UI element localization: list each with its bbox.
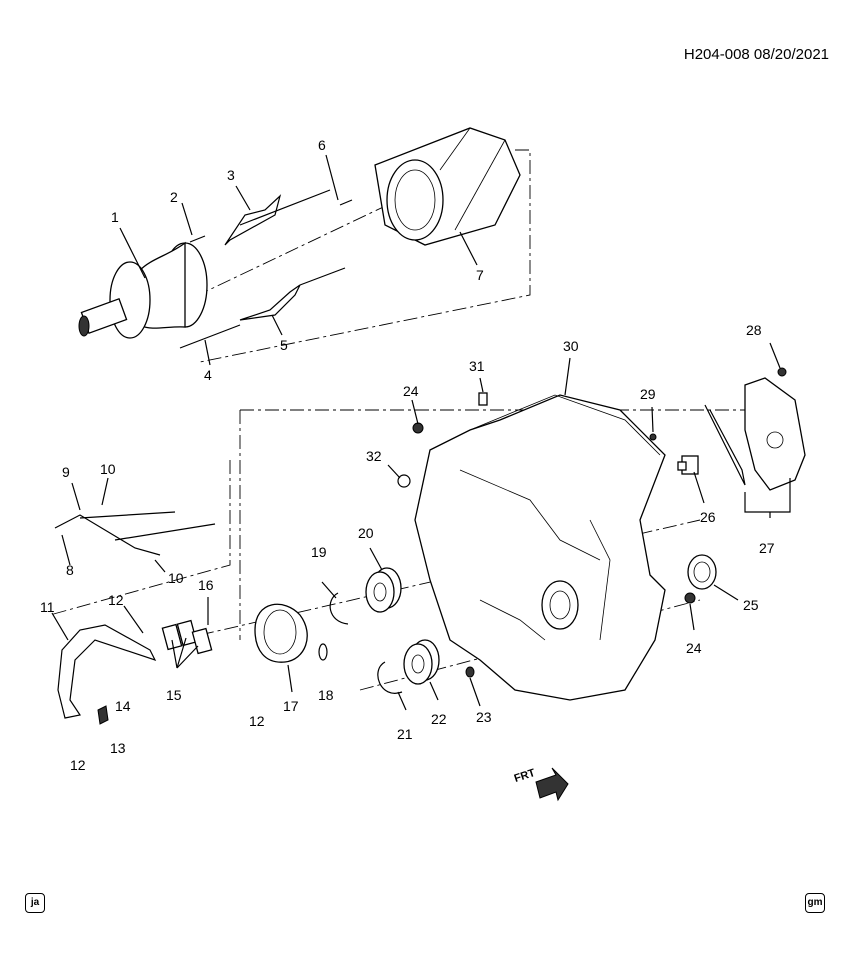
harness-lead-bottom [114,523,216,541]
callout-3: 3 [227,167,235,183]
callout-23: 23 [476,709,492,725]
callout-31: 31 [469,358,485,374]
callout-14: 14 [115,698,131,714]
callout-10-upper: 10 [100,461,116,477]
callout-5: 5 [280,337,288,353]
callout-19: 19 [311,544,327,560]
callout-28: 28 [746,322,762,338]
bracket-5-part [239,284,301,321]
callout-32: 32 [366,448,382,464]
snap-ring-21 [377,661,403,694]
callout-16: 16 [198,577,214,593]
callout-18: 18 [318,687,334,703]
callout-27: 27 [759,540,775,556]
long-bolt-upper [239,189,331,226]
harness-lead-top [79,511,176,519]
cover-27 [704,377,806,513]
bracket-3-part [224,194,282,246]
long-bolt-4 [179,324,241,349]
assembly-boundary-upper [199,149,531,363]
plug-24-right [684,592,696,604]
callout-7: 7 [476,267,484,283]
callout-20: 20 [358,525,374,541]
callout-9: 9 [62,464,70,480]
bolt-28 [777,367,787,377]
bolt-2 [189,235,206,243]
callout-12-middle: 12 [249,713,265,729]
connector-assembly-15 [161,619,213,655]
connector-bracket-11 [57,624,157,719]
callout-6: 6 [318,137,326,153]
ring-32 [397,474,411,488]
callout-17: 17 [283,698,299,714]
callout-29: 29 [640,386,656,402]
callout-12-upper: 12 [108,592,124,608]
seal-plate-17 [254,603,308,663]
badge-ja: ja [25,893,45,913]
plug-24-top [412,422,424,434]
callout-10-lower: 10 [168,570,184,586]
plug-23 [465,666,475,678]
callout-1: 1 [111,209,119,225]
seal-25 [687,554,717,590]
callout-24-top: 24 [403,383,419,399]
long-bolt-mid [299,267,346,286]
callout-25: 25 [743,597,759,613]
callout-8: 8 [66,562,74,578]
spring-13 [97,705,109,725]
callout-22: 22 [431,711,447,727]
sensor-31 [478,392,488,406]
bearing-20 [365,567,402,613]
pin-29 [649,433,657,441]
callout-12-lower: 12 [70,757,86,773]
motor-housing-part [374,127,521,246]
transmission-case-30 [414,394,666,701]
bolt-6 [339,199,353,206]
badge-gm: gm [805,893,825,913]
assembly-boundary-harness [49,460,231,616]
bearing-22 [403,639,440,685]
callout-2: 2 [170,189,178,205]
callout-21: 21 [397,726,413,742]
o-ring-18 [318,643,328,661]
motor-stator-part [78,241,208,339]
harness-part [54,514,161,556]
callout-4: 4 [204,367,212,383]
callout-11: 11 [40,599,55,615]
plug-26 [677,455,699,475]
callout-26: 26 [700,509,716,525]
front-arrow-icon [535,767,569,802]
diagram-code: H204-008 08/20/2021 [683,46,829,63]
callout-15: 15 [166,687,182,703]
snap-ring-19 [329,592,349,625]
callout-13: 13 [110,740,126,756]
callout-24-right: 24 [686,640,702,656]
callout-30: 30 [563,338,579,354]
leader-lines [51,154,781,711]
